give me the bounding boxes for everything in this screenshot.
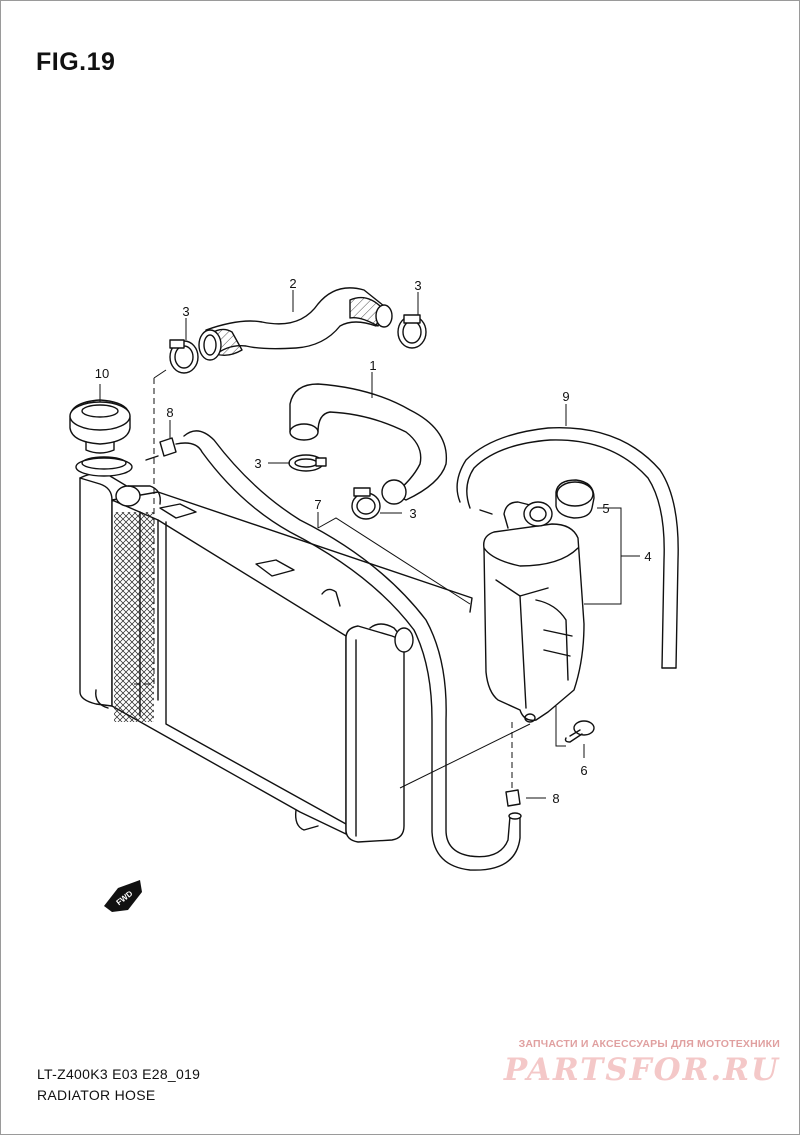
watermark: ЗАПЧАСТИ И АКСЕССУАРЫ ДЛЯ МОТОТЕХНИКИ PA… — [504, 1038, 780, 1088]
callout-2: 2 — [289, 276, 296, 291]
callout-1: 1 — [369, 358, 376, 373]
hose-vent-9 — [456, 426, 679, 669]
forward-direction-arrow: FWD — [104, 880, 142, 912]
hose-lower-1 — [289, 383, 448, 505]
callout-4: 4 — [644, 549, 651, 564]
mounting-bolt — [564, 720, 595, 743]
callout-5: 5 — [602, 501, 609, 516]
watermark-logo: PARTSFOR.RU — [503, 1052, 780, 1088]
callout-3-lower: 3 — [409, 506, 416, 521]
hose-clamp-3c — [288, 454, 327, 472]
watermark-tagline: ЗАПЧАСТИ И АКСЕССУАРЫ ДЛЯ МОТОТЕХНИКИ — [518, 1038, 780, 1050]
hose-clamp-3a — [169, 339, 199, 374]
callout-10: 10 — [95, 366, 109, 381]
callout-8-lower: 8 — [552, 791, 559, 806]
reservoir-cap — [555, 479, 595, 519]
hose-overflow-7 — [175, 430, 522, 871]
callout-3-right: 3 — [414, 278, 421, 293]
callout-9: 9 — [562, 389, 569, 404]
callout-3-left: 3 — [182, 304, 189, 319]
diagram-caption: RADIATOR HOSE — [37, 1087, 156, 1103]
hose-clamp-3d — [351, 487, 381, 520]
diagram-code: LT-Z400K3 E03 E28_019 — [37, 1066, 201, 1082]
radiator-body — [75, 456, 473, 843]
hose-clip-8a — [145, 437, 177, 461]
hose-clip-8b — [505, 789, 521, 807]
radiator-cap — [69, 399, 131, 454]
callout-7: 7 — [314, 497, 321, 512]
callout-8-upper: 8 — [166, 405, 173, 420]
callout-6: 6 — [580, 763, 587, 778]
hose-clamp-3b — [397, 314, 427, 349]
figure-title: FIG.19 — [36, 48, 116, 76]
hose-upper-2 — [198, 287, 393, 361]
callout-3-middle: 3 — [254, 456, 261, 471]
leader-lines — [99, 290, 640, 799]
reservoir-tank — [483, 501, 585, 723]
callouts: 1 2 3 3 3 3 4 5 6 7 8 8 9 10 — [95, 276, 652, 806]
